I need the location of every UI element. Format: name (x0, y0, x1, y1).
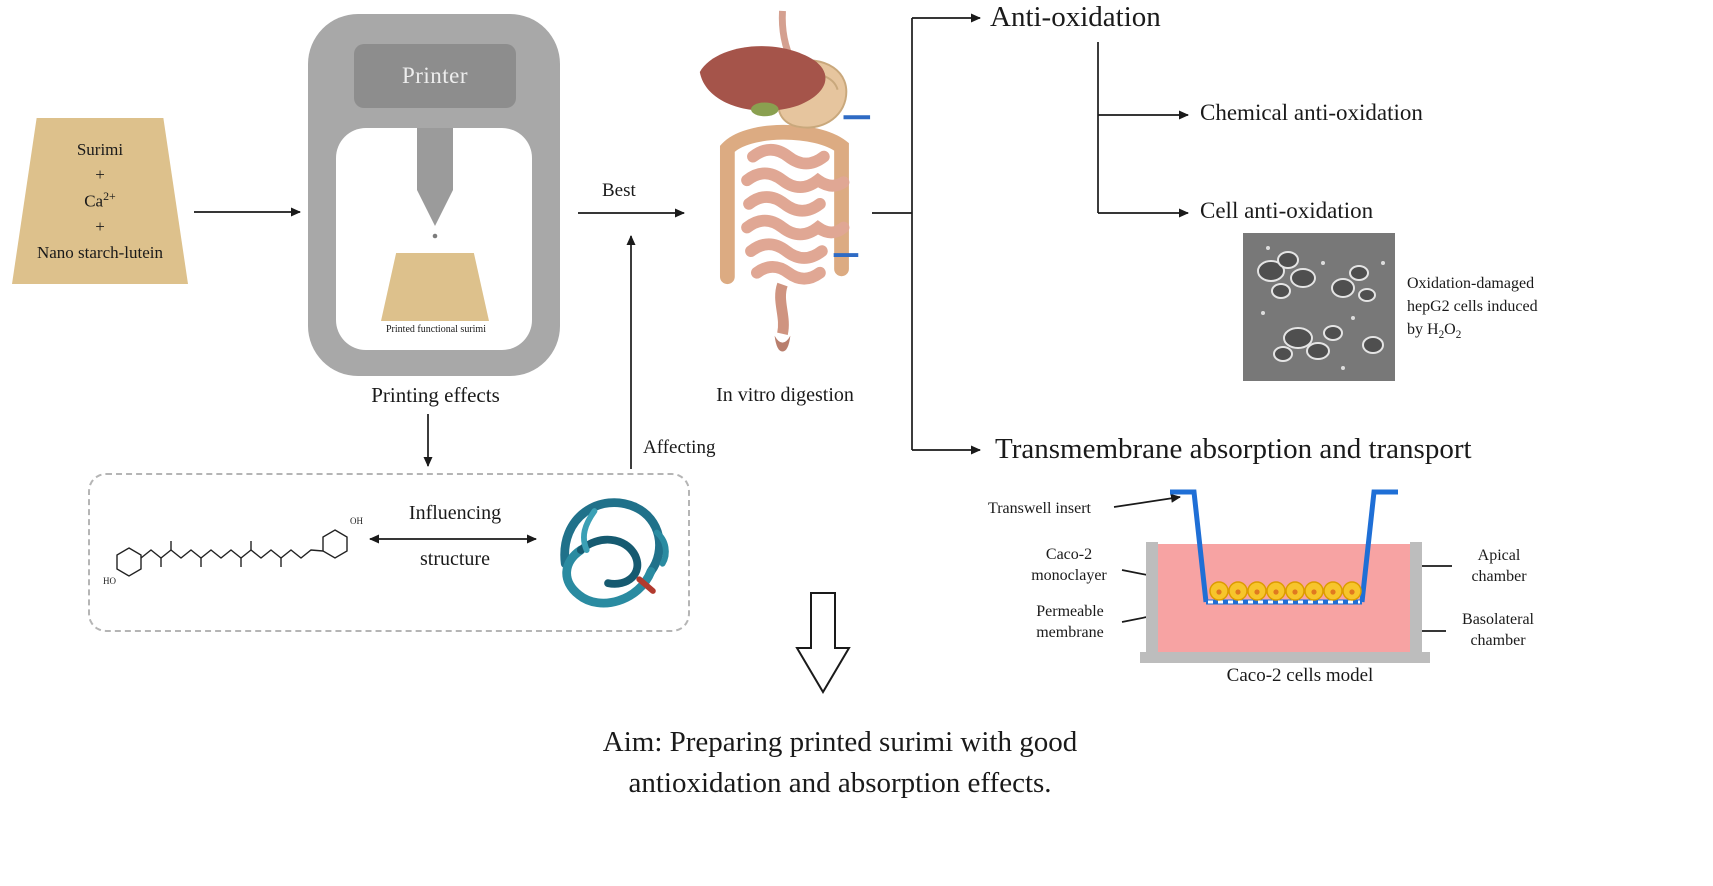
container-left-wall (1146, 542, 1158, 656)
permeable-membrane-label: Permeable membrane (1036, 603, 1104, 641)
printed-surimi-trapezoid (381, 253, 489, 321)
plus-sign: + (95, 165, 105, 185)
influencing-label: Influencing (408, 502, 502, 524)
gallbladder-shape (750, 102, 779, 117)
caco2-monolayer-label: Caco-2 monoclayer (1031, 546, 1107, 584)
chamber-fluid (1158, 544, 1410, 652)
in-vitro-digestion-label: In vitro digestion (716, 384, 854, 406)
lutein-structure-illustration: HO OH (103, 516, 363, 586)
transwell-insert-label: Transwell insert (988, 500, 1091, 517)
lutein-right-ring (322, 529, 348, 559)
printer-nozzle-icon (417, 128, 453, 239)
digestive-tract-illustration (699, 10, 871, 352)
ingredient-surimi: Surimi (76, 139, 124, 159)
transmembrane-heading: Transmembrane absorption and transport (995, 433, 1472, 465)
large-intestine-shape (719, 124, 849, 285)
best-label: Best (602, 180, 636, 201)
chemical-anti-oxidation-label: Chemical anti-oxidation (1200, 100, 1423, 125)
hepg2-micrograph (1243, 233, 1395, 381)
structure-label: structure (420, 548, 490, 570)
printed-surimi-caption: Printed functional surimi (386, 324, 486, 335)
aim-block-arrow-icon (795, 592, 851, 694)
lutein-ho-label: HO (103, 576, 116, 586)
apical-chamber-label: Apical chamber (1471, 547, 1527, 585)
ingredient-calcium: Ca2+ (84, 188, 116, 211)
protein-structure-illustration (560, 498, 669, 608)
lutein-chain (140, 549, 324, 559)
container-right-wall (1410, 542, 1422, 656)
aim-text: Aim: Preparing printed surimi with good … (602, 726, 1078, 799)
container-base (1140, 652, 1430, 663)
structure-panel (88, 473, 690, 632)
ingredients-trapezoid: Surimi + Ca2+ + Nano starch-lutein (12, 118, 188, 284)
printer-title: Printer (401, 63, 469, 88)
liver-shape (699, 46, 826, 111)
cell-anti-oxidation-label: Cell anti-oxidation (1200, 198, 1374, 223)
lutein-oh-label: OH (350, 516, 363, 526)
rectum-shape (775, 282, 789, 335)
caco2-model-illustration (1140, 489, 1430, 663)
ingredient-nano-starch-lutein: Nano starch-lutein (36, 242, 164, 262)
printer-name-plate: Printer (354, 44, 516, 108)
caco2-model-caption: Caco-2 cells model (1226, 665, 1374, 686)
hepg2-caption: Oxidation-damaged hepG2 cells induced by… (1407, 275, 1538, 342)
printing-effects-label: Printing effects (371, 383, 500, 407)
basolateral-chamber-label: Basolateral chamber (1462, 611, 1534, 649)
lutein-left-ring (116, 547, 142, 577)
caco2-cell-row (1209, 581, 1362, 601)
affecting-label: Affecting (643, 437, 716, 458)
small-intestine-shape (741, 143, 850, 285)
plus-sign: + (95, 217, 105, 237)
anti-oxidation-heading: Anti-oxidation (990, 1, 1161, 33)
